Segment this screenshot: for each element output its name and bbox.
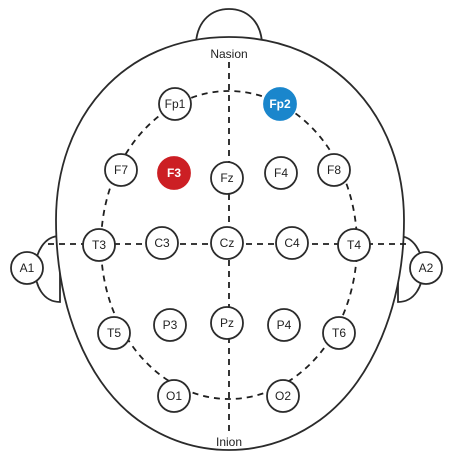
svg-text:Fp2: Fp2 <box>269 97 291 111</box>
electrode-c4: C4 <box>275 226 309 260</box>
svg-text:C3: C3 <box>154 236 170 250</box>
svg-text:T6: T6 <box>332 326 346 340</box>
electrode-c3: C3 <box>145 226 179 260</box>
svg-text:T3: T3 <box>92 238 106 252</box>
svg-text:T4: T4 <box>347 238 361 252</box>
electrode-a1: A1 <box>10 251 44 285</box>
electrode-f4: F4 <box>264 156 298 190</box>
svg-text:C4: C4 <box>284 236 300 250</box>
electrode-t6: T6 <box>322 316 356 350</box>
electrode-p3: P3 <box>153 308 187 342</box>
electrode-t4: T4 <box>337 228 371 262</box>
nasion-label: Nasion <box>210 47 247 61</box>
svg-text:A2: A2 <box>419 261 434 275</box>
electrode-p4: P4 <box>267 308 301 342</box>
svg-text:F4: F4 <box>274 166 288 180</box>
svg-text:P4: P4 <box>277 318 292 332</box>
electrode-o1: O1 <box>157 379 191 413</box>
svg-text:F7: F7 <box>114 163 128 177</box>
svg-text:T5: T5 <box>107 326 121 340</box>
electrode-f3: F3 <box>157 156 191 190</box>
electrode-t3: T3 <box>82 228 116 262</box>
electrode-fz: Fz <box>210 161 244 195</box>
electrode-pz: Pz <box>210 306 244 340</box>
svg-text:F3: F3 <box>167 166 181 180</box>
svg-text:Pz: Pz <box>220 316 234 330</box>
svg-text:Fp1: Fp1 <box>165 97 186 111</box>
svg-text:A1: A1 <box>20 261 35 275</box>
electrode-o2: O2 <box>266 379 300 413</box>
svg-text:O1: O1 <box>166 389 182 403</box>
electrode-f8: F8 <box>317 153 351 187</box>
electrode-a2: A2 <box>409 251 443 285</box>
inion-label: Inion <box>216 435 242 449</box>
electrode-fp2: Fp2 <box>263 87 297 121</box>
nose <box>195 8 263 43</box>
svg-text:P3: P3 <box>163 318 178 332</box>
svg-text:Cz: Cz <box>220 236 235 250</box>
svg-text:O2: O2 <box>275 389 291 403</box>
svg-text:Fz: Fz <box>220 171 233 185</box>
electrode-cz: Cz <box>210 226 244 260</box>
electrode-fp1: Fp1 <box>158 87 192 121</box>
svg-text:F8: F8 <box>327 163 341 177</box>
electrode-f7: F7 <box>104 153 138 187</box>
electrode-t5: T5 <box>97 316 131 350</box>
